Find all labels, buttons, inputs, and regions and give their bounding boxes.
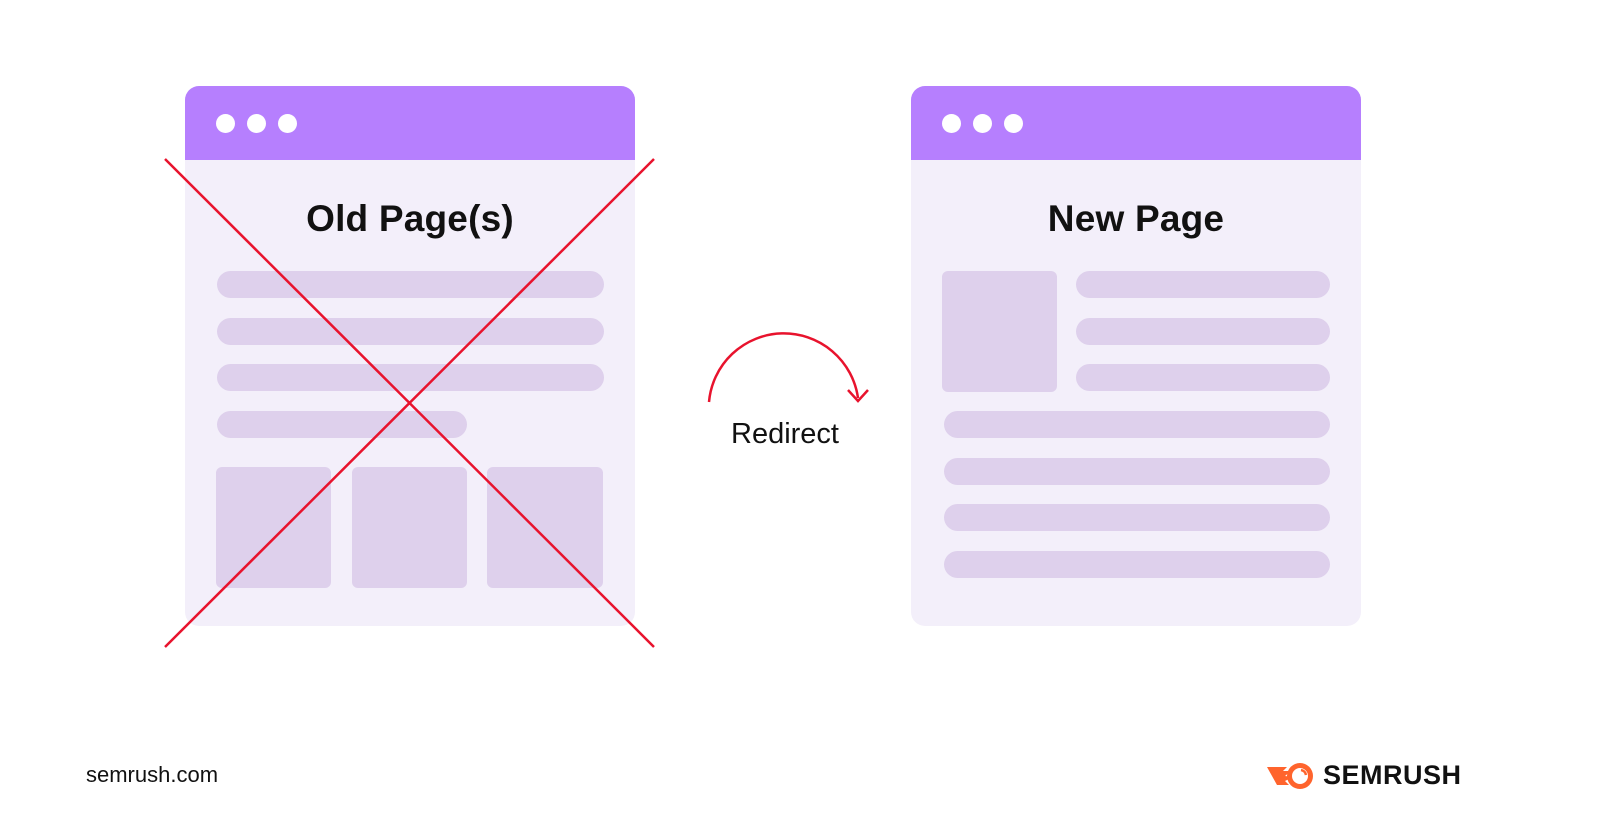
footer-url: semrush.com: [86, 762, 219, 787]
placeholder-image: [352, 467, 467, 588]
window-dot-icon: [973, 114, 992, 133]
window-dot-icon: [247, 114, 266, 133]
old-page-window: Old Page(s): [185, 86, 635, 626]
window-dot-icon: [216, 114, 235, 133]
placeholder-line: [1076, 364, 1330, 391]
placeholder-image: [942, 271, 1057, 392]
placeholder-line: [944, 458, 1330, 485]
window-dot-icon: [1004, 114, 1023, 133]
window-title-bar: [911, 86, 1361, 160]
semrush-logo: SEMRUSH: [1265, 760, 1462, 791]
new-page-window: New Page: [911, 86, 1361, 626]
placeholder-image: [487, 467, 603, 588]
placeholder-line: [217, 411, 467, 438]
window-dot-icon: [942, 114, 961, 133]
window-dot-icon: [278, 114, 297, 133]
placeholder-line: [217, 271, 604, 298]
placeholder-line: [944, 551, 1330, 578]
placeholder-line: [217, 318, 604, 345]
brand-name: SEMRUSH: [1323, 760, 1462, 790]
placeholder-line: [217, 364, 604, 391]
window-title-bar: [185, 86, 635, 160]
old-page-title: Old Page(s): [306, 198, 514, 239]
placeholder-line: [944, 411, 1330, 438]
new-page-title: New Page: [1047, 198, 1225, 239]
placeholder-line: [1076, 271, 1330, 298]
placeholder-line: [944, 504, 1330, 531]
placeholder-image: [216, 467, 331, 588]
semrush-fireball-icon: [1267, 762, 1313, 789]
redirect-label: Redirect: [731, 418, 839, 450]
placeholder-line: [1076, 318, 1330, 345]
